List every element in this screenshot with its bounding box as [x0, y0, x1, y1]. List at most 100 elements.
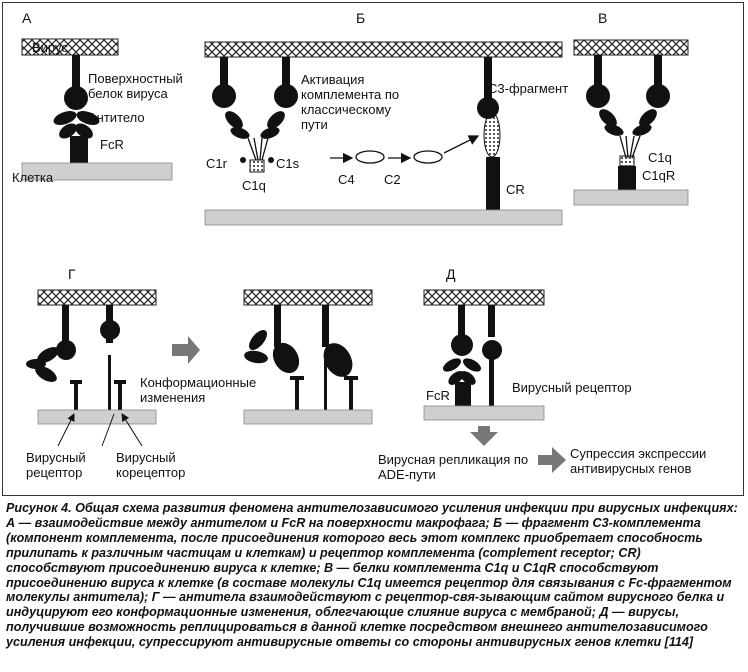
viral-protein-stalk-d1 — [458, 305, 465, 337]
label-fcr-a: FcR — [100, 137, 124, 152]
diagram-canvas — [21, 38, 689, 473]
antibody-b1-arm — [225, 111, 243, 129]
label-ade-replication: Вирусная репликация по ADE-пути — [378, 452, 529, 482]
pointer-coreceptor — [121, 413, 143, 447]
panel-d-graphic — [423, 289, 566, 473]
label-complement-activation: Активация комплемента по классическому п… — [301, 72, 400, 132]
antibody-d-fc2 — [460, 371, 476, 385]
arrow-to-c3 — [443, 135, 480, 154]
antibody-g1-fc — [26, 359, 46, 369]
cell-membrane-g1 — [37, 409, 157, 425]
viral-protein-head-v1 — [586, 84, 610, 108]
viral-protein-stalk-g4 — [322, 305, 329, 347]
c2-oval — [413, 150, 443, 164]
antibody-b1-arm2 — [230, 127, 250, 139]
label-virus: Вирус — [32, 40, 68, 55]
panel-v-graphic — [573, 39, 689, 206]
label-antibody: Антитело — [88, 110, 145, 125]
antibody-g2-arm1 — [249, 330, 267, 350]
label-c1q-v: C1q — [648, 150, 672, 165]
viral-protein-stalk-g1 — [62, 305, 69, 343]
viral-protein-head-g3 — [272, 342, 300, 374]
antibody-v2-arm2 — [632, 124, 652, 136]
viral-protein-head-b1 — [212, 84, 236, 108]
viral-protein-stalk-b2 — [282, 57, 290, 87]
label-c1s: C1s — [276, 156, 300, 171]
viral-stalk-long-g2 — [324, 360, 327, 410]
label-cr: CR — [506, 182, 525, 197]
antibody-v1-arm2 — [604, 124, 624, 136]
fcr-receptor-a — [70, 136, 88, 163]
antibody-d-arm2 — [462, 358, 482, 372]
panel-label-g: Г — [68, 266, 76, 282]
label-c1r: C1r — [206, 156, 227, 171]
virus-membrane-d — [423, 289, 545, 306]
pointer-receptor — [57, 413, 75, 447]
panel-label-d: Д — [446, 266, 456, 282]
label-conformational: Конформационные изменения — [140, 375, 257, 405]
viral-protein-head-d1 — [451, 334, 473, 356]
cell-membrane-d — [423, 405, 545, 421]
viral-protein-stalk-b1 — [220, 57, 228, 87]
antibody-g2-arm2 — [244, 350, 268, 364]
antibody-fc-right-a — [75, 123, 93, 139]
c4-oval — [355, 150, 385, 164]
cell-membrane-g2 — [243, 409, 373, 425]
viral-protein-head-g2 — [100, 320, 121, 340]
label-c2: С2 — [384, 172, 401, 187]
coreceptor-g2 — [344, 376, 358, 410]
viral-protein-head-v2 — [646, 84, 670, 108]
cell-membrane-b — [204, 209, 563, 226]
label-surface-protein: Поверхностный белок вируса — [88, 71, 183, 101]
viral-protein-stalk-a — [72, 55, 80, 91]
receptor-g2 — [290, 376, 304, 410]
c1q-body-v — [619, 155, 635, 167]
c3-fragment-shape — [483, 112, 501, 158]
coreceptor-g1 — [114, 380, 126, 410]
c1r-node — [240, 157, 246, 163]
viral-protein-stalk-v2 — [654, 55, 662, 88]
panel-label-b: Б — [356, 10, 366, 26]
transition-arrow — [172, 336, 200, 364]
right-arrow-d — [538, 447, 566, 473]
antibody-d-arm1 — [442, 358, 462, 372]
c1s-node — [268, 157, 274, 163]
label-viral-receptor-d: Вирусный рецептор — [512, 380, 632, 395]
c1q-stems-v — [619, 135, 641, 159]
cell-membrane-v — [573, 189, 689, 206]
label-suppression: Супрессия экспрессии антивирусных генов — [570, 446, 707, 476]
panel-a-graphic — [21, 38, 173, 181]
viral-protein-head-d2 — [482, 340, 503, 360]
cell-membrane-a — [21, 162, 173, 181]
viral-protein-stalk-d2 — [488, 305, 495, 337]
panel-g-graphic — [26, 289, 373, 447]
virus-membrane-a — [21, 38, 119, 56]
viral-protein-stalk-v1 — [594, 55, 602, 88]
label-cell: Клетка — [12, 170, 54, 185]
label-c4: С4 — [338, 172, 355, 187]
antibody-g1-arm1 — [37, 347, 59, 363]
viral-protein-head-a — [64, 86, 88, 110]
viral-stalk-long-g — [108, 355, 111, 410]
viral-protein-head-g1 — [56, 340, 76, 360]
virus-membrane-g1 — [37, 289, 157, 306]
antibody-v1-arm — [599, 109, 617, 127]
virus-membrane-b — [204, 41, 563, 58]
viral-protein-stalk-g3 — [274, 305, 281, 347]
viral-receptor-d — [489, 355, 494, 406]
antibody-arm-left-a — [53, 111, 77, 125]
down-arrow-d — [470, 426, 498, 446]
viral-protein-head-b2 — [274, 84, 298, 108]
label-viral-receptor-g: Вирусный рецептор — [26, 450, 86, 480]
label-viral-coreceptor: Вирусный корецептор — [116, 450, 186, 480]
antibody-arm-right-a — [76, 111, 100, 125]
c1q-stems — [247, 137, 269, 161]
antibody-b2-arm — [267, 111, 285, 129]
antibody-d-fc1 — [448, 371, 464, 385]
virus-membrane-v — [573, 39, 689, 56]
figure-frame — [2, 2, 744, 496]
antibody-g1-arm2 — [35, 366, 57, 382]
label-c3-fragment: С3-фрагмент — [488, 81, 569, 96]
viral-protein-stalk-b3 — [484, 57, 492, 99]
receptor-g1 — [70, 380, 82, 410]
